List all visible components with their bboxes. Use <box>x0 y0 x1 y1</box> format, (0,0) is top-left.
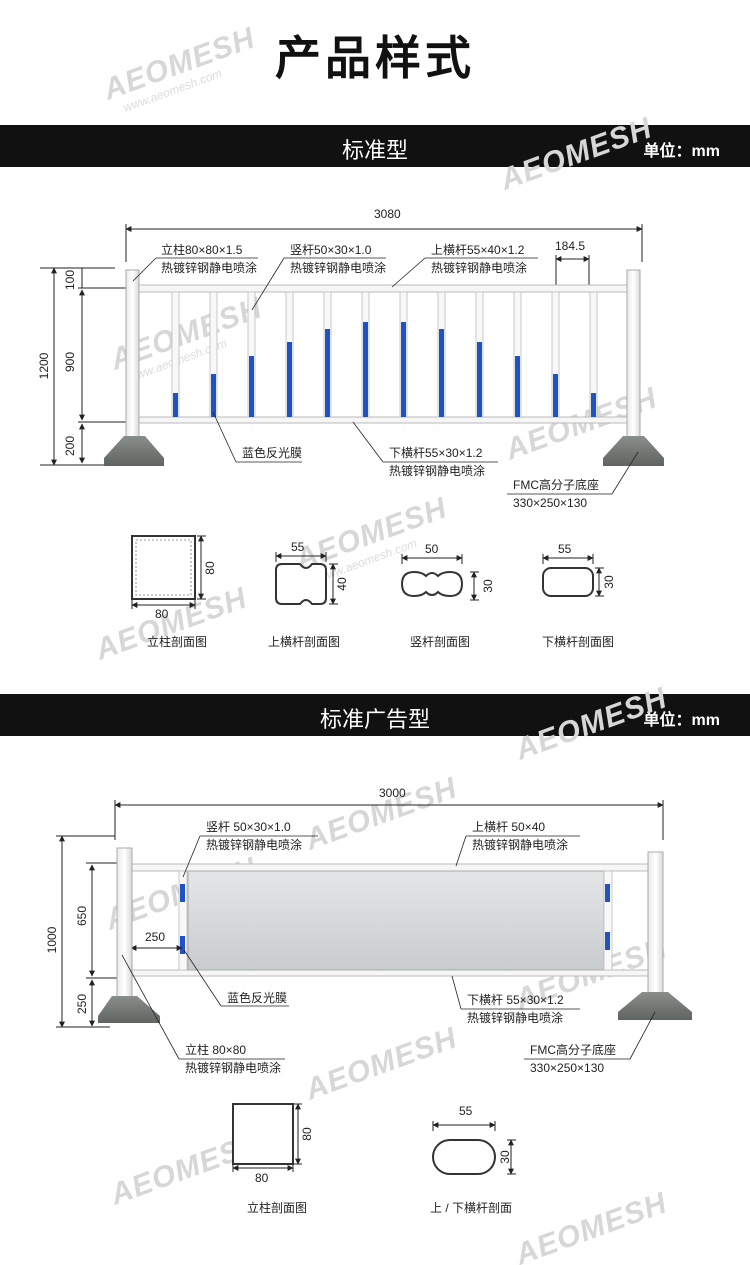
vertical-section-width: 50 <box>425 542 439 556</box>
right-vertical-bar <box>603 870 613 971</box>
top-rail <box>137 284 631 293</box>
post-section-caption: 立柱剖面图 <box>247 1200 307 1215</box>
base-size-label: 330×250×130 <box>513 496 587 510</box>
right-base <box>603 436 664 466</box>
watermark-brand: AEOMESH <box>300 1021 462 1107</box>
post-section-shape <box>232 1103 294 1165</box>
bottom-rail-section-caption: 下横杆剖面图 <box>542 635 614 649</box>
post-section-caption: 立柱剖面图 <box>147 634 207 649</box>
bottom-rail-finish-label: 热镀锌钢静电喷涂 <box>389 463 485 478</box>
reflective-film-label: 蓝色反光膜 <box>227 991 287 1005</box>
gap-dimension: 250 <box>145 930 165 944</box>
top-rail-finish-label: 热镀锌钢静电喷涂 <box>472 837 568 852</box>
advertising-cross-sections: 80 80 立柱剖面图 55 30 上 / 下横杆剖面 <box>232 1103 516 1215</box>
bottom-rail-section-shape <box>542 567 594 597</box>
vertical-section-shape <box>400 570 464 598</box>
total-height-dimension: 1200 <box>37 352 51 379</box>
section-title: 标准型 <box>341 138 408 163</box>
post-section-width: 80 <box>155 607 169 621</box>
bottom-rail-finish-label: 热镀锌钢静电喷涂 <box>467 1010 563 1025</box>
top-height-dimension: 100 <box>63 270 77 290</box>
top-rail-finish-label: 热镀锌钢静电喷涂 <box>431 260 527 275</box>
reflective-film-label: 蓝色反光膜 <box>242 446 302 460</box>
page-title: 产品样式 <box>275 31 475 85</box>
vertical-spec-label: 竖杆50×30×1.0 <box>290 243 372 257</box>
mid-height-dimension: 900 <box>63 352 77 372</box>
bottom-rail-section-width: 55 <box>558 542 572 556</box>
top-rail-spec-label: 上横杆 50×40 <box>472 820 545 834</box>
watermark-brand: AEOMESH <box>510 1186 672 1265</box>
rail-section-width: 55 <box>459 1104 473 1118</box>
bottom-rail <box>137 416 631 424</box>
post-finish-label: 热镀锌钢静电喷涂 <box>185 1060 281 1075</box>
right-post <box>626 269 641 439</box>
watermark-brand: AEOMESH <box>300 771 462 857</box>
advertising-panel <box>187 870 605 971</box>
unit-label: 单位：mm <box>643 143 720 160</box>
bottom-height-dimension: 200 <box>63 436 77 456</box>
lower-height-dimension: 250 <box>75 994 89 1014</box>
left-vertical-bar <box>178 870 188 971</box>
length-dimension: 3080 <box>374 207 401 221</box>
base-spec-label: FMC高分子底座 <box>513 477 599 492</box>
post-finish-label: 热镀锌钢静电喷涂 <box>161 260 257 275</box>
vertical-finish-label: 热镀锌钢静电喷涂 <box>206 837 302 852</box>
top-rail-spec-label: 上横杆55×40×1.2 <box>431 243 525 257</box>
rail-section-height: 30 <box>498 1150 512 1164</box>
post-section-height: 80 <box>203 561 217 575</box>
bottom-rail-section-height: 30 <box>602 575 616 589</box>
bottom-rail-spec-label: 下横杆55×30×1.2 <box>389 446 483 460</box>
upper-height-dimension: 650 <box>75 906 89 926</box>
base-size-label: 330×250×130 <box>530 1061 604 1075</box>
vertical-section-height: 30 <box>481 579 495 593</box>
vertical-finish-label: 热镀锌钢静电喷涂 <box>290 260 386 275</box>
right-base <box>618 992 692 1020</box>
bottom-rail-spec-label: 下横杆 55×30×1.2 <box>467 993 564 1007</box>
length-dimension: 3000 <box>379 786 406 800</box>
left-base <box>98 996 160 1023</box>
left-post <box>125 269 140 439</box>
vertical-section-caption: 竖杆剖面图 <box>410 635 470 649</box>
watermark-brand: AEOMESH <box>510 681 672 767</box>
section-header-advertising: 标准广告型 单位：mm <box>0 694 750 736</box>
advertising-fence-drawing: 3000 1000 650 250 250 竖杆 5 <box>45 786 692 1075</box>
top-rail-section-height: 40 <box>335 577 349 591</box>
rail-section-caption: 上 / 下横杆剖面 <box>430 1201 512 1215</box>
rail-section-shape <box>432 1139 496 1175</box>
top-rail-section-width: 55 <box>291 540 305 554</box>
left-post <box>116 847 133 999</box>
section-title: 标准广告型 <box>319 707 430 732</box>
post-section-width: 80 <box>255 1171 269 1185</box>
left-base <box>104 436 164 466</box>
top-rail-section-shape <box>275 563 327 605</box>
post-section-shape <box>131 535 196 600</box>
unit-label: 单位：mm <box>643 712 720 729</box>
vertical-pickets <box>171 291 598 418</box>
total-height-dimension: 1000 <box>45 926 59 953</box>
post-spec-label: 立柱80×80×1.5 <box>161 242 243 257</box>
standard-fence-drawing: 3080 184.5 1200 100 900 200 <box>37 207 664 510</box>
vertical-spec-label: 竖杆 50×30×1.0 <box>206 820 291 834</box>
right-post <box>647 851 664 999</box>
base-spec-label: FMC高分子底座 <box>530 1042 616 1057</box>
section-header-standard: 标准型 单位：mm <box>0 125 750 167</box>
bottom-rail <box>129 969 651 977</box>
standard-cross-sections: 80 80 立柱剖面图 55 40 上横杆剖面图 50 30 竖杆剖面图 55 <box>131 535 616 649</box>
top-rail-section-caption: 上横杆剖面图 <box>268 635 340 649</box>
spacing-dimension: 184.5 <box>555 239 585 253</box>
post-spec-label: 立柱 80×80 <box>185 1042 246 1057</box>
post-section-height: 80 <box>300 1127 314 1141</box>
watermark-brand: AEOMESH <box>495 111 657 197</box>
top-rail <box>129 863 651 872</box>
